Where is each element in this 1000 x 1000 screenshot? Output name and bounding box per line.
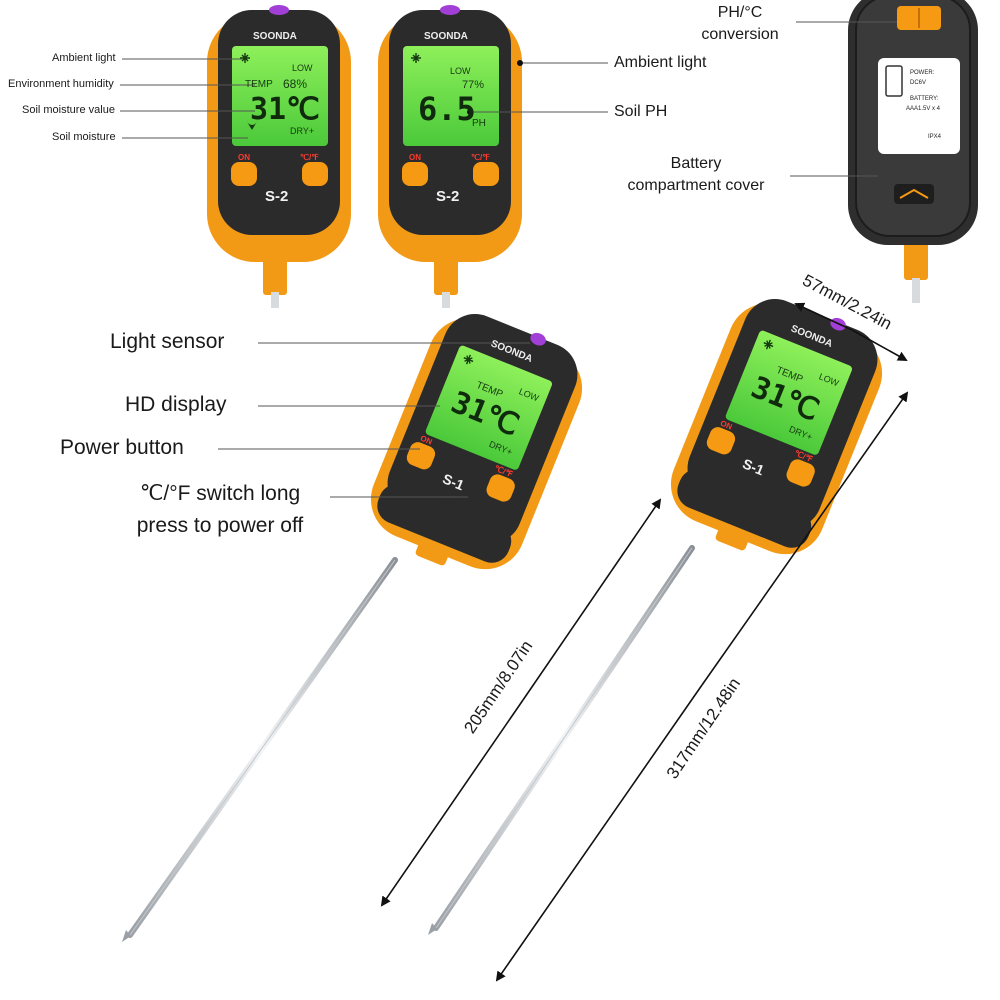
sticker-power-value: DC6V <box>910 80 927 86</box>
lcd-reading: 31℃ <box>250 92 320 127</box>
unit-label: ℃/℉ <box>471 153 490 162</box>
callout-soil-moisture-value: Soil moisture value <box>22 104 115 116</box>
callout-ph-conversion: PH/°C conversion <box>690 2 790 46</box>
callout-power-button: Power button <box>60 436 184 459</box>
on-label: ON <box>409 153 421 162</box>
meter-b <box>378 5 522 308</box>
brand-label: SOONDA <box>253 31 297 42</box>
callout-soil-ph: Soil PH <box>614 103 668 120</box>
light-sensor <box>530 332 546 346</box>
dimension-arrows <box>380 302 909 982</box>
model-label: S-2 <box>265 188 289 205</box>
lcd-reading: 6.5 <box>418 90 476 128</box>
callout-environment-humidity: Environment humidity <box>8 78 114 90</box>
model-label: S-2 <box>436 188 460 205</box>
callout-switch: ℃/°F switch long press to power off <box>110 478 330 542</box>
meter-back <box>848 0 978 303</box>
callout-switch-l2: press to power off <box>136 514 304 537</box>
lcd-screen <box>232 46 328 146</box>
callout-light-sensor: Light sensor <box>110 330 225 353</box>
unit-button <box>486 474 515 502</box>
callout-hd-display: HD display <box>125 393 227 416</box>
callout-ambient-light-b: Ambient light <box>614 54 707 71</box>
sun-icon <box>411 53 421 63</box>
lcd-low: LOW <box>450 66 471 76</box>
sticker-battery-value: AAA1.5V x 4 <box>906 106 941 112</box>
brand-label: SOONDA <box>424 31 468 42</box>
unit-label: ℃/℉ <box>300 153 319 162</box>
meter-a <box>207 5 351 308</box>
lcd-humidity: 68% <box>283 77 308 91</box>
sticker-rating: IPX4 <box>928 134 942 140</box>
hd-display <box>425 345 553 470</box>
sticker-battery: BATTERY: <box>910 96 939 102</box>
callout-battery-cover-l2: compartment cover <box>627 177 765 194</box>
callout-ambient-light: Ambient light <box>52 52 116 64</box>
callout-battery-cover: Battery compartment cover <box>606 153 786 197</box>
lcd-temp: TEMP <box>245 79 273 90</box>
callout-switch-l1: ℃/°F switch long <box>139 482 301 505</box>
drop-icon <box>247 120 257 130</box>
sun-icon <box>240 53 250 63</box>
lcd-unit: PH <box>472 118 486 129</box>
callout-battery-cover-l1: Battery <box>670 155 722 172</box>
battery-icon <box>885 65 903 97</box>
callout-soil-moisture: Soil moisture <box>52 131 116 143</box>
sticker-power: POWER: <box>910 70 935 76</box>
callout-ph-conversion-l1: PH/°C <box>717 4 763 21</box>
callout-ph-conversion-l2: conversion <box>701 26 779 43</box>
lcd-humidity: 77% <box>462 79 485 91</box>
callout-dots <box>467 60 523 115</box>
on-label: ON <box>238 153 250 162</box>
lcd-dry: DRY+ <box>290 126 315 136</box>
meter-c <box>122 314 583 942</box>
battery-sticker <box>878 58 960 154</box>
lcd-low: LOW <box>292 63 313 73</box>
callout-lines <box>120 21 897 498</box>
meter-d <box>428 299 883 935</box>
